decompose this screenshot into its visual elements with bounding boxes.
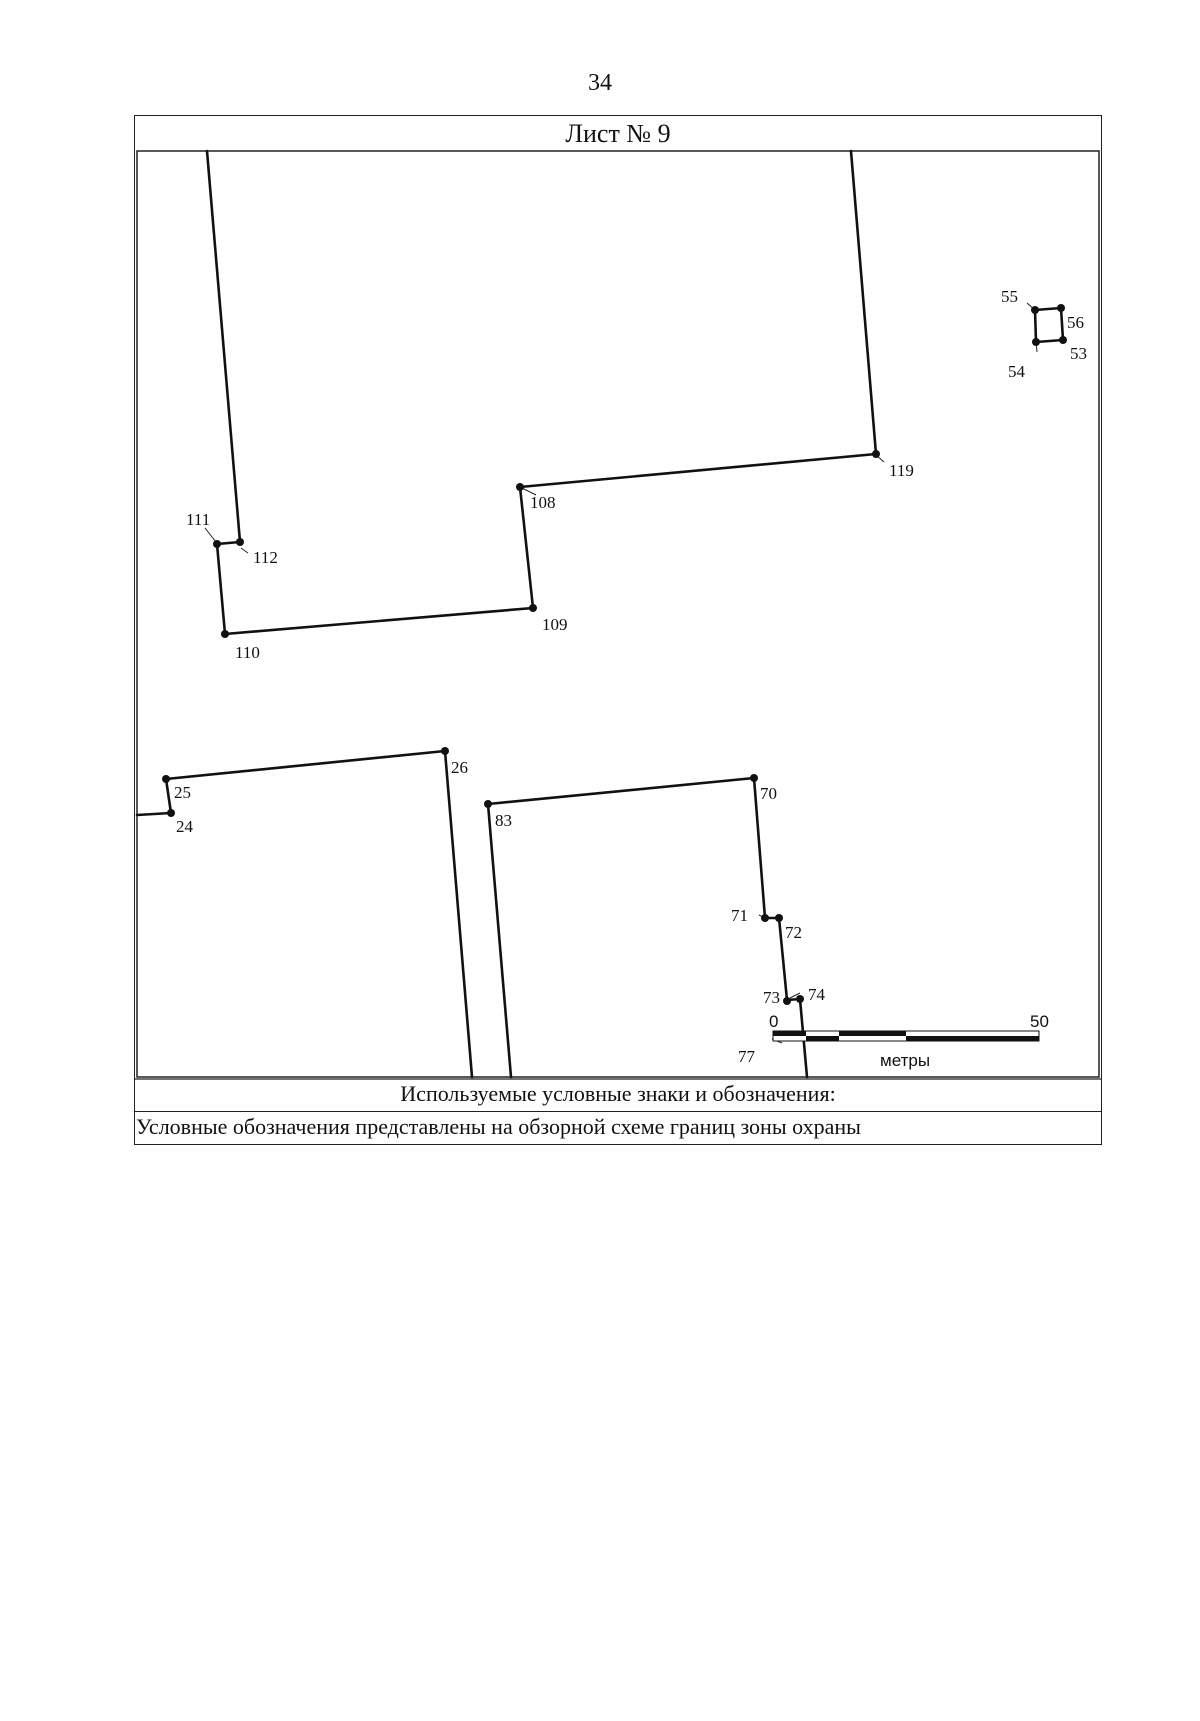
- point-24-marker: [167, 809, 175, 817]
- point-109-marker: [529, 604, 537, 612]
- point-label-83: 83: [495, 811, 512, 830]
- legend-text: Условные обозначения представлены на обз…: [136, 1114, 861, 1139]
- boundary-lines: [135, 149, 1065, 1079]
- point-label-119: 119: [889, 461, 914, 480]
- point-53-marker: [1059, 336, 1067, 344]
- point-label-111: 111: [186, 510, 210, 529]
- map-sheet-frame: [134, 115, 1102, 1145]
- point-26-marker: [441, 747, 449, 755]
- point-label-25: 25: [174, 783, 191, 802]
- point-70-marker: [750, 774, 758, 782]
- point-25-marker: [162, 775, 170, 783]
- point-label-71: 71: [731, 906, 748, 925]
- point-108-marker: [516, 483, 524, 491]
- boundary-points: [162, 304, 1067, 1005]
- point-112-marker: [236, 538, 244, 546]
- boundary-line-lower-middle: [486, 776, 809, 1079]
- point-72-marker: [775, 914, 783, 922]
- point-labels: 24 25 26 53 54 55 56 70 71 72 73 74 77 8…: [174, 287, 1087, 1066]
- point-54-marker: [1032, 338, 1040, 346]
- point-label-24: 24: [176, 817, 194, 836]
- label-leaders: [204, 302, 1038, 1044]
- scale-end-label: 50: [1030, 1012, 1049, 1031]
- page-number: 34: [588, 70, 612, 96]
- scale-start-label: 0: [769, 1012, 778, 1031]
- point-74-marker: [796, 995, 804, 1003]
- point-110-marker: [221, 630, 229, 638]
- point-label-74: 74: [808, 985, 826, 1004]
- point-label-56: 56: [1067, 313, 1084, 332]
- point-label-77: 77: [738, 1047, 756, 1066]
- point-label-53: 53: [1070, 344, 1087, 363]
- boundary-line-upper-left: [205, 149, 878, 636]
- point-73-marker: [783, 997, 791, 1005]
- point-56-marker: [1057, 304, 1065, 312]
- point-label-73: 73: [763, 988, 780, 1007]
- point-71-marker: [761, 914, 769, 922]
- boundary-square: [1033, 306, 1065, 344]
- point-111-marker: [213, 540, 221, 548]
- point-119-marker: [872, 450, 880, 458]
- scale-unit-label: метры: [880, 1051, 930, 1070]
- point-label-108: 108: [530, 493, 556, 512]
- point-label-72: 72: [785, 923, 802, 942]
- point-label-110: 110: [235, 643, 260, 662]
- point-label-54: 54: [1008, 362, 1026, 381]
- legend-title: Используемые условные знаки и обозначени…: [134, 1079, 1102, 1112]
- point-label-55: 55: [1001, 287, 1018, 306]
- point-label-109: 109: [542, 615, 568, 634]
- scale-bar: 0 50 метры: [769, 1012, 1049, 1070]
- point-83-marker: [484, 800, 492, 808]
- map-area-border: [136, 150, 1100, 1078]
- point-55-marker: [1031, 306, 1039, 314]
- point-label-112: 112: [253, 548, 278, 567]
- sheet-title: Лист № 9: [565, 119, 671, 148]
- point-label-70: 70: [760, 784, 777, 803]
- point-label-26: 26: [451, 758, 468, 777]
